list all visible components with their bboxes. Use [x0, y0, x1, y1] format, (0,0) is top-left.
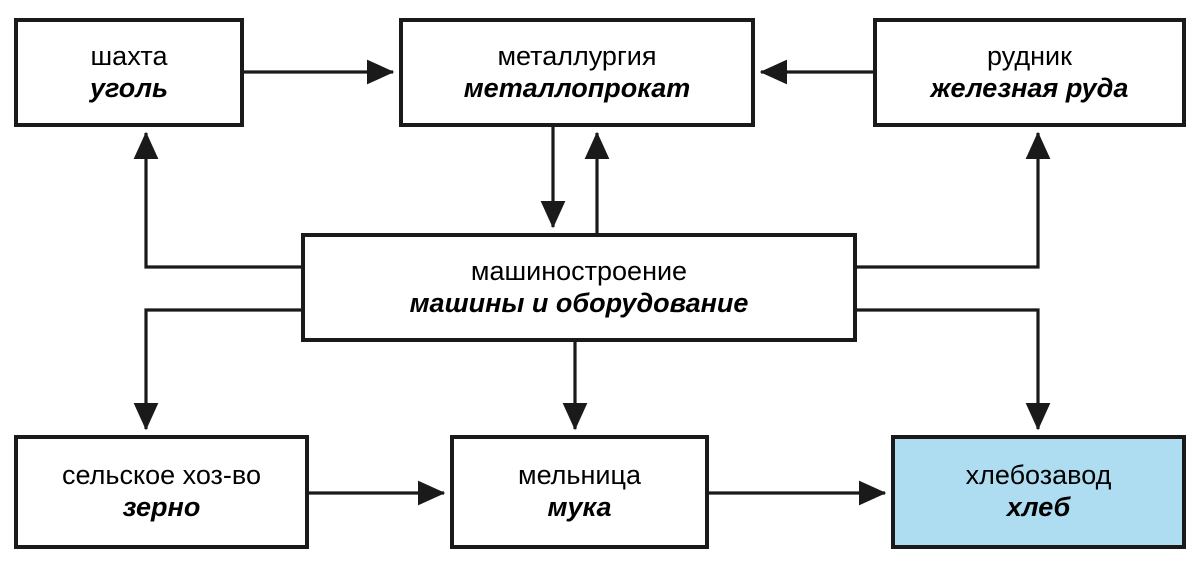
- edges-layer: [133, 59, 1051, 506]
- edge-machinery-to-ore-mine: [855, 131, 1051, 269]
- node-box-mine-coal[interactable]: [14, 18, 244, 127]
- node-box-ore-mine[interactable]: [873, 18, 1186, 127]
- node-box-metallurgy[interactable]: [399, 18, 755, 127]
- edge-machinery-to-bakery: [855, 308, 1051, 431]
- node-box-machinery[interactable]: [301, 233, 857, 342]
- nodes-layer: [14, 18, 1186, 549]
- edge-machinery-to-mine: [133, 131, 303, 269]
- edge-machinery-to-agriculture: [133, 308, 303, 431]
- node-box-bakery[interactable]: [891, 435, 1186, 549]
- node-box-agriculture[interactable]: [14, 435, 309, 549]
- node-box-mill[interactable]: [450, 435, 709, 549]
